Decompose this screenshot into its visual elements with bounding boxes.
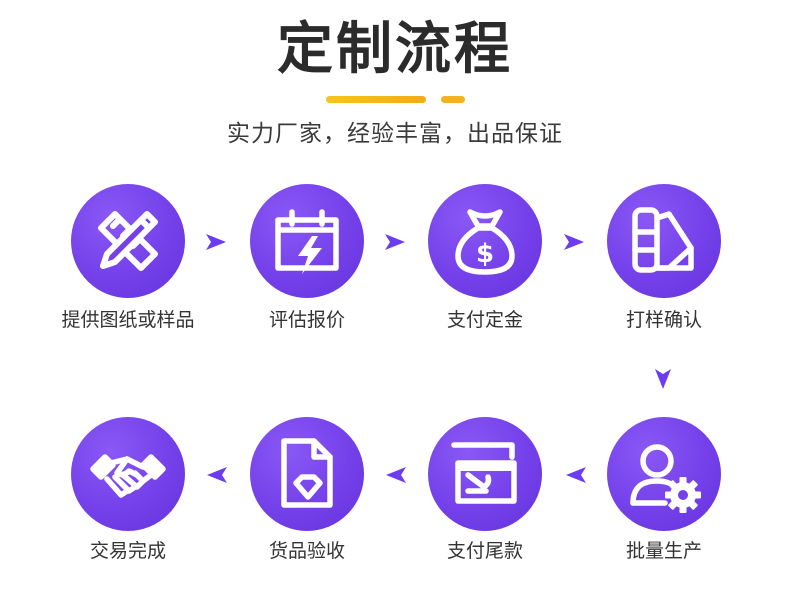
arrow-right-icon: [564, 234, 584, 250]
step-4-label: 打样确认: [625, 309, 702, 331]
ruler-pencil-icon: [98, 211, 158, 271]
step-8-label: 交易完成: [89, 540, 166, 562]
step-7-label: 货品验收: [268, 540, 345, 562]
step-5-circle: [607, 417, 721, 531]
calendar-lightning-icon: [275, 209, 339, 274]
step-3-label: 支付定金: [446, 309, 523, 331]
arrow-left-icon: [386, 467, 406, 483]
step-8-circle: [71, 417, 185, 531]
step-6-circle: [428, 417, 542, 531]
step-7-circle: [250, 417, 364, 531]
payment-card-icon: [451, 442, 517, 504]
step-4-circle: [607, 184, 721, 298]
arrow-right-icon: [385, 234, 405, 250]
title-underline-short: [441, 96, 465, 103]
step-5-label: 批量生产: [625, 540, 702, 562]
user-gear-icon: [630, 444, 701, 513]
arrow-down-icon: [654, 369, 672, 389]
svg-text:$: $: [476, 239, 494, 269]
step-2-label: 评估报价: [268, 309, 345, 331]
color-swatch-icon: [632, 207, 694, 273]
step-1-label: 提供图纸或样品: [61, 309, 195, 331]
money-bag-icon: $: [455, 209, 515, 275]
arrow-left-icon: [566, 467, 586, 483]
page-subtitle: 实力厂家，经验丰富，出品保证: [227, 121, 563, 147]
step-6-label: 支付尾款: [446, 540, 523, 562]
document-gem-icon: [281, 438, 333, 508]
handshake-icon: [90, 454, 166, 498]
arrow-right-icon: [206, 234, 226, 250]
step-2-circle: [250, 184, 364, 298]
step-1-circle: [71, 184, 185, 298]
title-underline-long: [326, 96, 426, 103]
arrow-left-icon: [207, 467, 227, 483]
page-title: 定制流程: [277, 17, 513, 82]
step-3-circle: $: [428, 184, 542, 298]
